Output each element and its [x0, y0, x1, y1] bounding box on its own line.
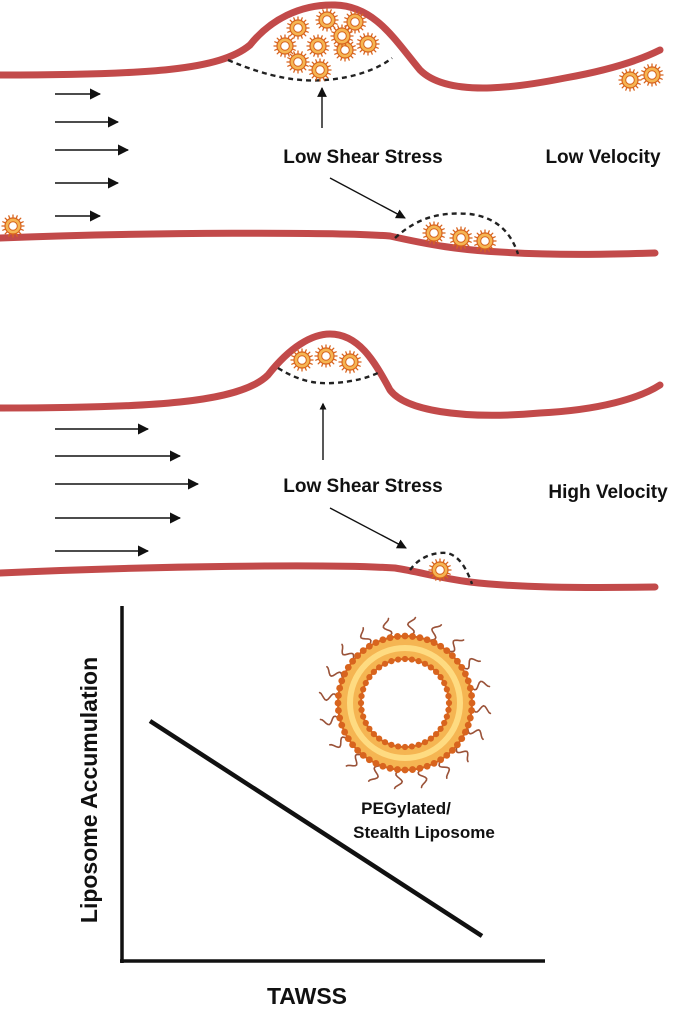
bilayer-core [347, 645, 463, 761]
liposome-icon [473, 229, 497, 253]
pointer-arrow-icon [329, 507, 407, 549]
liposome-icon [273, 34, 297, 58]
stealth-liposome-icon [318, 616, 492, 790]
accumulation-plot: Liposome Accumulation TAWSS PEGylated/ S… [76, 606, 545, 1009]
high-velocity-panel: Low Shear Stress High Velocity [0, 330, 668, 591]
liposome-icon [338, 350, 362, 374]
liposome-icon [308, 58, 332, 82]
flow-arrows [55, 423, 200, 557]
trend-line [148, 719, 484, 938]
peg-chains [318, 616, 492, 790]
vessel-lower-wall [0, 562, 659, 591]
liposome-icon [343, 10, 367, 34]
liposome-caption-line1: PEGylated/ [361, 799, 451, 818]
y-axis-label: Liposome Accumulation [76, 657, 102, 923]
shear-stress-label: Low Shear Stress [283, 147, 442, 168]
pointer-arrow-icon [329, 177, 406, 219]
liposome-cluster [290, 344, 452, 582]
plaque-boundary [277, 366, 381, 385]
plaque-boundary [227, 57, 393, 82]
liposome-icon [314, 344, 338, 368]
flow-arrows [55, 88, 130, 222]
velocity-label: High Velocity [548, 482, 668, 503]
shear-stress-label: Low Shear Stress [283, 476, 442, 497]
velocity-label: Low Velocity [545, 147, 661, 168]
liposome-icon [286, 16, 310, 40]
plaque-boundary [394, 212, 520, 255]
liposome-icon [356, 32, 380, 56]
liposome-icon [1, 214, 25, 238]
liposome-cluster [1, 8, 664, 253]
liposome-caption-line2: Stealth Liposome [353, 823, 495, 842]
vessel-upper-wall [0, 1, 664, 92]
liposome-icon [449, 226, 473, 250]
low-velocity-panel: Low Shear Stress Low Velocity [0, 1, 664, 258]
liposome-icon [286, 50, 310, 74]
liposome-icon [306, 34, 330, 58]
liposome-icon [428, 558, 452, 582]
vessel-lower-wall [0, 229, 659, 258]
lipid-headgroups [334, 632, 476, 774]
liposome-icon [330, 24, 354, 48]
plaque-boundary [409, 551, 474, 585]
liposome-icon [290, 348, 314, 372]
x-axis-label: TAWSS [267, 983, 347, 1009]
liposome-icon [640, 63, 664, 87]
liposome-icon [618, 68, 642, 92]
vessel-upper-wall [0, 330, 664, 419]
liposome-icon [315, 8, 339, 32]
liposome-icon [422, 221, 446, 245]
